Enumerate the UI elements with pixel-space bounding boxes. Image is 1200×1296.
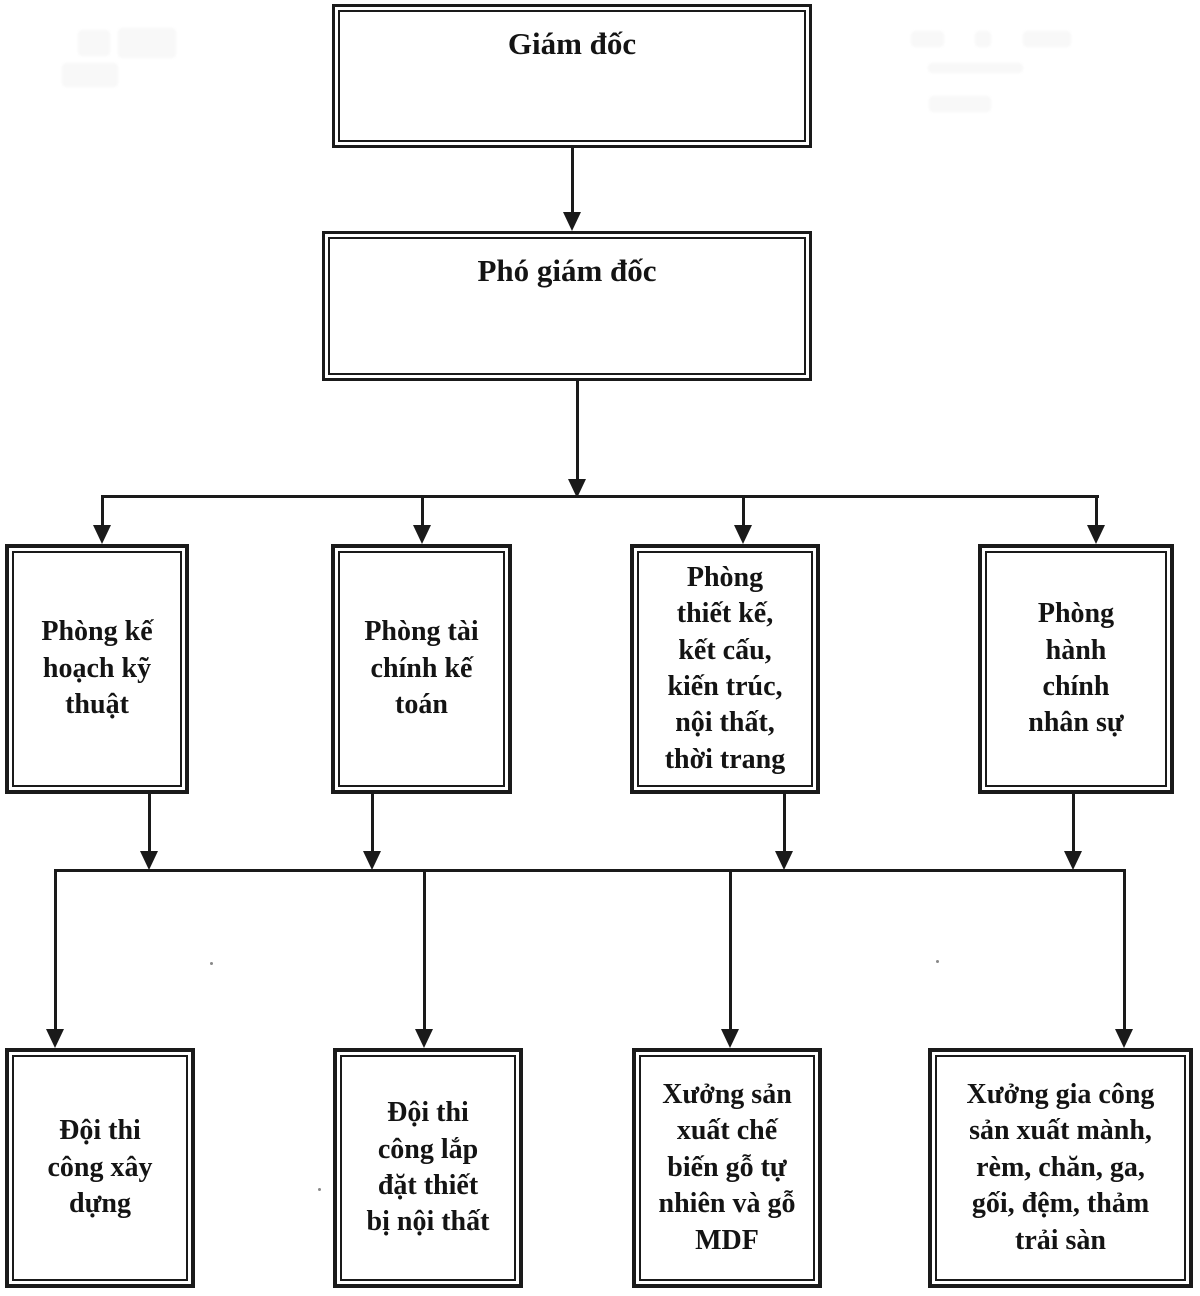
node-director: Giám đốc: [332, 4, 812, 148]
scan-speck: [318, 1188, 321, 1191]
scan-artifact: [1023, 31, 1071, 47]
scan-artifact: [62, 63, 118, 87]
node-director-label: Giám đốc: [507, 26, 637, 61]
node-dept-design-frame: Phòng thiết kế, kết cấu, kiến trúc, nội …: [637, 551, 813, 787]
node-unit-textile-workshop-frame: Xưởng gia công sản xuất mành, rèm, chăn,…: [935, 1055, 1186, 1281]
node-deputy-director: Phó giám đốc: [322, 231, 812, 381]
edge-bus-dept1-line: [101, 495, 104, 526]
edge-dept3-bus-line: [783, 794, 786, 851]
node-unit-installation-label: Đội thi công lắp đặt thiết bị nội thất: [366, 1097, 490, 1238]
node-dept-finance-frame: Phòng tài chính kế toán: [338, 551, 505, 787]
scan-artifact: [78, 30, 110, 56]
node-dept-planning-label: Phòng kế hoạch kỹ thuật: [41, 616, 153, 721]
edge-director-deputy-line: [571, 146, 574, 212]
edge-dept4-bus-line: [1072, 794, 1075, 851]
edge-bus-dept3-line: [742, 498, 745, 525]
edge-dept2-bus-line: [371, 794, 374, 851]
edge-bus-unit2-line: [423, 872, 426, 1029]
arrowhead-down: [140, 851, 158, 870]
node-unit-installation: Đội thi công lắp đặt thiết bị nội thất: [333, 1048, 523, 1288]
arrowhead-down: [721, 1029, 739, 1048]
scan-artifact: [975, 31, 991, 47]
units-bus-line: [54, 869, 1126, 872]
node-unit-construction: Đội thi công xây dựng: [5, 1048, 195, 1288]
node-dept-finance: Phòng tài chính kế toán: [331, 544, 512, 794]
arrowhead-down: [563, 212, 581, 231]
node-unit-installation-frame: Đội thi công lắp đặt thiết bị nội thất: [340, 1055, 516, 1281]
scan-artifact: [118, 28, 176, 58]
edge-dept1-bus-line: [148, 794, 151, 851]
edge-bus-unit3-line: [729, 872, 732, 1029]
scan-artifact: [928, 63, 1023, 73]
scan-artifact: [929, 96, 991, 112]
arrowhead-down: [568, 479, 586, 498]
arrowhead-down: [1087, 525, 1105, 544]
node-dept-hr-frame: Phòng hành chính nhân sự: [985, 551, 1167, 787]
node-dept-planning: Phòng kế hoạch kỹ thuật: [5, 544, 189, 794]
node-dept-finance-label: Phòng tài chính kế toán: [364, 616, 479, 721]
node-dept-design-label: Phòng thiết kế, kết cấu, kiến trúc, nội …: [664, 561, 786, 775]
node-unit-textile-workshop-label: Xưởng gia công sản xuất mành, rèm, chăn,…: [966, 1079, 1155, 1256]
scan-speck: [210, 962, 213, 965]
scan-artifact: [911, 31, 944, 47]
node-unit-construction-label: Đội thi công xây dựng: [47, 1115, 153, 1220]
arrowhead-down: [363, 851, 381, 870]
arrowhead-down: [413, 525, 431, 544]
arrowhead-down: [93, 525, 111, 544]
edge-bus-dept4-line: [1095, 495, 1098, 526]
node-unit-wood-workshop: Xưởng sản xuất chế biến gỗ tự nhiên và g…: [632, 1048, 822, 1288]
departments-bus-line: [101, 495, 1099, 498]
node-unit-construction-frame: Đội thi công xây dựng: [12, 1055, 188, 1281]
arrowhead-down: [775, 851, 793, 870]
edge-deputy-bus-line: [576, 379, 579, 479]
node-unit-wood-workshop-label: Xưởng sản xuất chế biến gỗ tự nhiên và g…: [658, 1079, 796, 1256]
node-dept-hr-label: Phòng hành chính nhân sự: [1028, 598, 1124, 739]
arrowhead-down: [415, 1029, 433, 1048]
node-unit-textile-workshop: Xưởng gia công sản xuất mành, rèm, chăn,…: [928, 1048, 1193, 1288]
node-deputy-director-frame: Phó giám đốc: [328, 237, 806, 375]
arrowhead-down: [734, 525, 752, 544]
arrowhead-down: [1115, 1029, 1133, 1048]
node-director-frame: Giám đốc: [338, 10, 806, 142]
node-deputy-director-label: Phó giám đốc: [477, 253, 657, 288]
arrowhead-down: [46, 1029, 64, 1048]
node-dept-hr: Phòng hành chính nhân sự: [978, 544, 1174, 794]
edge-bus-dept2-line: [421, 498, 424, 525]
node-unit-wood-workshop-frame: Xưởng sản xuất chế biến gỗ tự nhiên và g…: [639, 1055, 815, 1281]
edge-bus-unit4-line: [1123, 869, 1126, 1029]
arrowhead-down: [1064, 851, 1082, 870]
node-dept-planning-frame: Phòng kế hoạch kỹ thuật: [12, 551, 182, 787]
node-dept-design: Phòng thiết kế, kết cấu, kiến trúc, nội …: [630, 544, 820, 794]
scan-speck: [936, 960, 939, 963]
edge-bus-unit1-line: [54, 869, 57, 1029]
